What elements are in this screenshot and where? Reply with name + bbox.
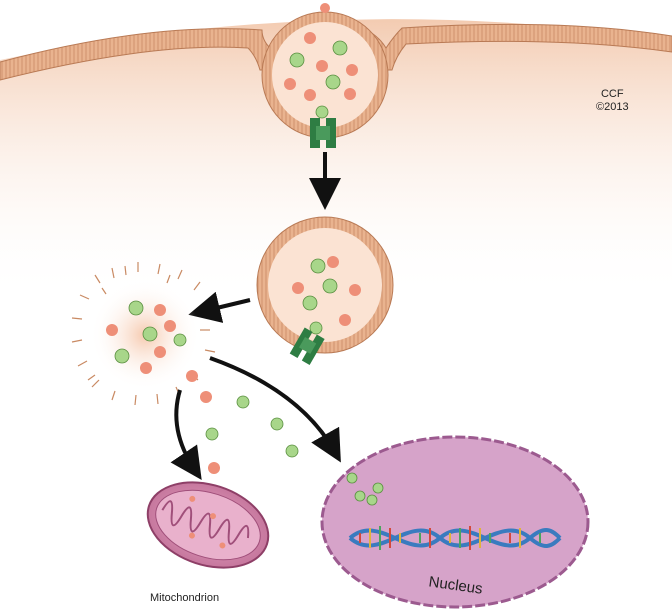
- particle: [154, 304, 166, 316]
- particle: [339, 314, 351, 326]
- particle: [320, 3, 330, 13]
- particle: [173, 333, 187, 347]
- particle: [325, 74, 341, 90]
- particle: [310, 258, 326, 274]
- particle: [186, 370, 198, 382]
- particle: [292, 282, 304, 294]
- particle: [327, 256, 339, 268]
- particle: [354, 490, 366, 502]
- copyright-credit: CCF ©2013: [596, 88, 629, 114]
- particle: [302, 295, 318, 311]
- particle: [285, 444, 299, 458]
- particle: [208, 462, 220, 474]
- dna-helix-icon: [348, 526, 562, 550]
- cytoplasm: [0, 19, 672, 301]
- receptor-icon: [310, 118, 336, 148]
- particle: [316, 60, 328, 72]
- particle: [270, 417, 284, 431]
- particle: [128, 300, 144, 316]
- mitochondrion-label: Mitochondrion: [150, 592, 220, 604]
- credit-line-1: CCF: [600, 88, 624, 100]
- particle: [315, 105, 329, 119]
- particle: [322, 278, 338, 294]
- particle: [304, 32, 316, 44]
- particle: [372, 482, 384, 494]
- arrow-icon: [209, 356, 341, 463]
- particle: [346, 472, 358, 484]
- credit-line-2: ©2013: [596, 101, 629, 113]
- particle: [304, 89, 316, 101]
- particle: [142, 326, 158, 342]
- particle: [346, 64, 358, 76]
- particle: [284, 78, 296, 90]
- receptor-icon: [289, 327, 325, 365]
- particle: [289, 52, 305, 68]
- arrow-icon: [170, 389, 202, 480]
- particle: [140, 362, 152, 374]
- particle: [366, 494, 378, 506]
- arrow-icon: [188, 291, 251, 323]
- particle: [200, 391, 212, 403]
- particle: [236, 395, 250, 409]
- particle: [154, 346, 166, 358]
- mitochondrion: [146, 481, 270, 569]
- particle: [164, 320, 176, 332]
- particle: [205, 427, 219, 441]
- particle: [349, 284, 361, 296]
- particle: [332, 40, 348, 56]
- particle: [309, 321, 323, 335]
- particle: [344, 88, 356, 100]
- nucleus: [320, 435, 590, 609]
- particle: [106, 324, 118, 336]
- particle: [114, 348, 130, 364]
